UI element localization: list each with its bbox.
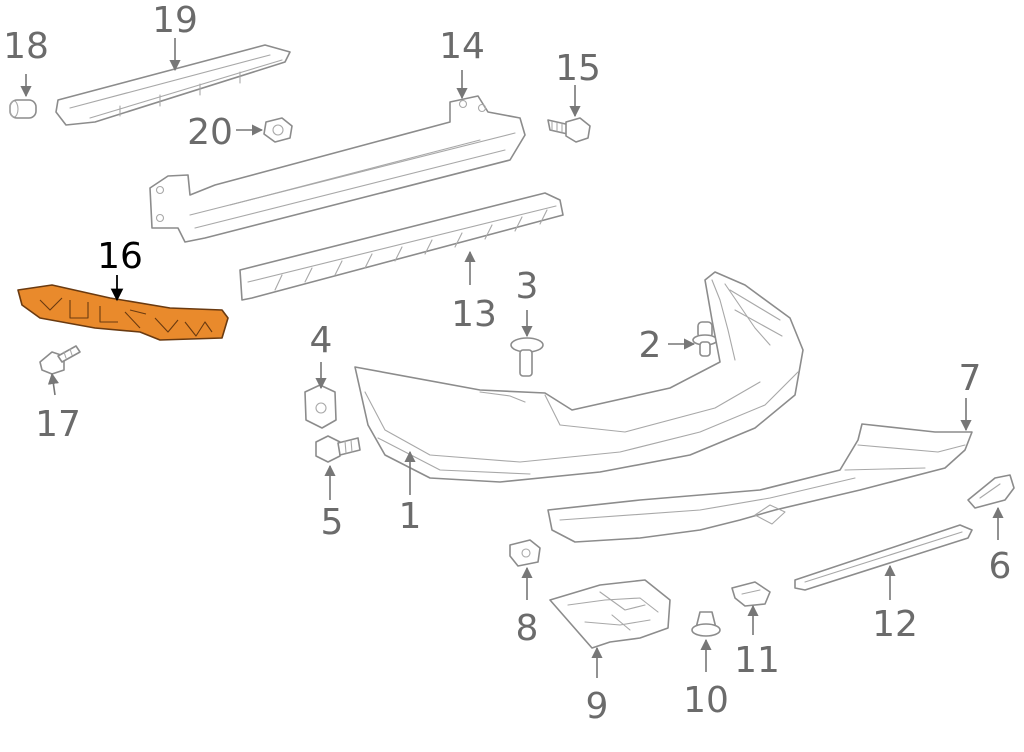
part-3-push-clip xyxy=(510,337,544,377)
callout-13: 13 xyxy=(451,294,497,335)
part-9-splash-shield xyxy=(549,579,671,649)
part-20-nut xyxy=(263,117,293,143)
part-15-bolt xyxy=(547,117,591,143)
part-8-clip xyxy=(509,539,541,567)
part-1-bumper-cover xyxy=(354,271,804,483)
callout-labels: 18 19 20 14 15 16 17 13 3 2 4 5 1 7 6 8 … xyxy=(3,0,1011,727)
callout-7: 7 xyxy=(959,358,982,399)
part-12-reflector-strip xyxy=(794,524,973,591)
callout-1: 1 xyxy=(399,496,422,537)
part-5-bolt xyxy=(315,435,361,463)
callout-18: 18 xyxy=(3,26,49,67)
callout-12: 12 xyxy=(872,604,918,645)
callout-16: 16 xyxy=(97,236,143,277)
part-10-push-pin xyxy=(691,611,721,637)
callout-19: 19 xyxy=(152,0,198,41)
part-4-retainer xyxy=(304,384,337,429)
callout-8: 8 xyxy=(516,608,539,649)
callout-14: 14 xyxy=(439,26,485,67)
leader-lines xyxy=(20,38,1004,678)
part-18-clip xyxy=(9,99,37,119)
callout-9: 9 xyxy=(586,686,609,727)
callout-3: 3 xyxy=(516,266,539,307)
callout-17: 17 xyxy=(35,404,81,445)
part-6-bracket xyxy=(967,474,1015,509)
callout-11: 11 xyxy=(734,640,780,681)
part-11-clip xyxy=(731,581,771,607)
part-2-fastener xyxy=(692,321,718,357)
part-14-reinforcement-bar xyxy=(149,95,526,243)
part-16-side-bracket xyxy=(17,284,229,341)
callout-10: 10 xyxy=(683,680,729,721)
part-19-absorber-strip xyxy=(55,44,291,126)
callout-4: 4 xyxy=(310,320,333,361)
callout-15: 15 xyxy=(555,48,601,89)
callout-20: 20 xyxy=(187,112,233,153)
callout-6: 6 xyxy=(989,546,1012,587)
part-17-screw xyxy=(39,345,81,375)
callout-5: 5 xyxy=(321,502,344,543)
part-7-lower-valance xyxy=(547,423,973,543)
callout-2: 2 xyxy=(639,325,662,366)
part-13-absorber-strip xyxy=(239,192,564,301)
